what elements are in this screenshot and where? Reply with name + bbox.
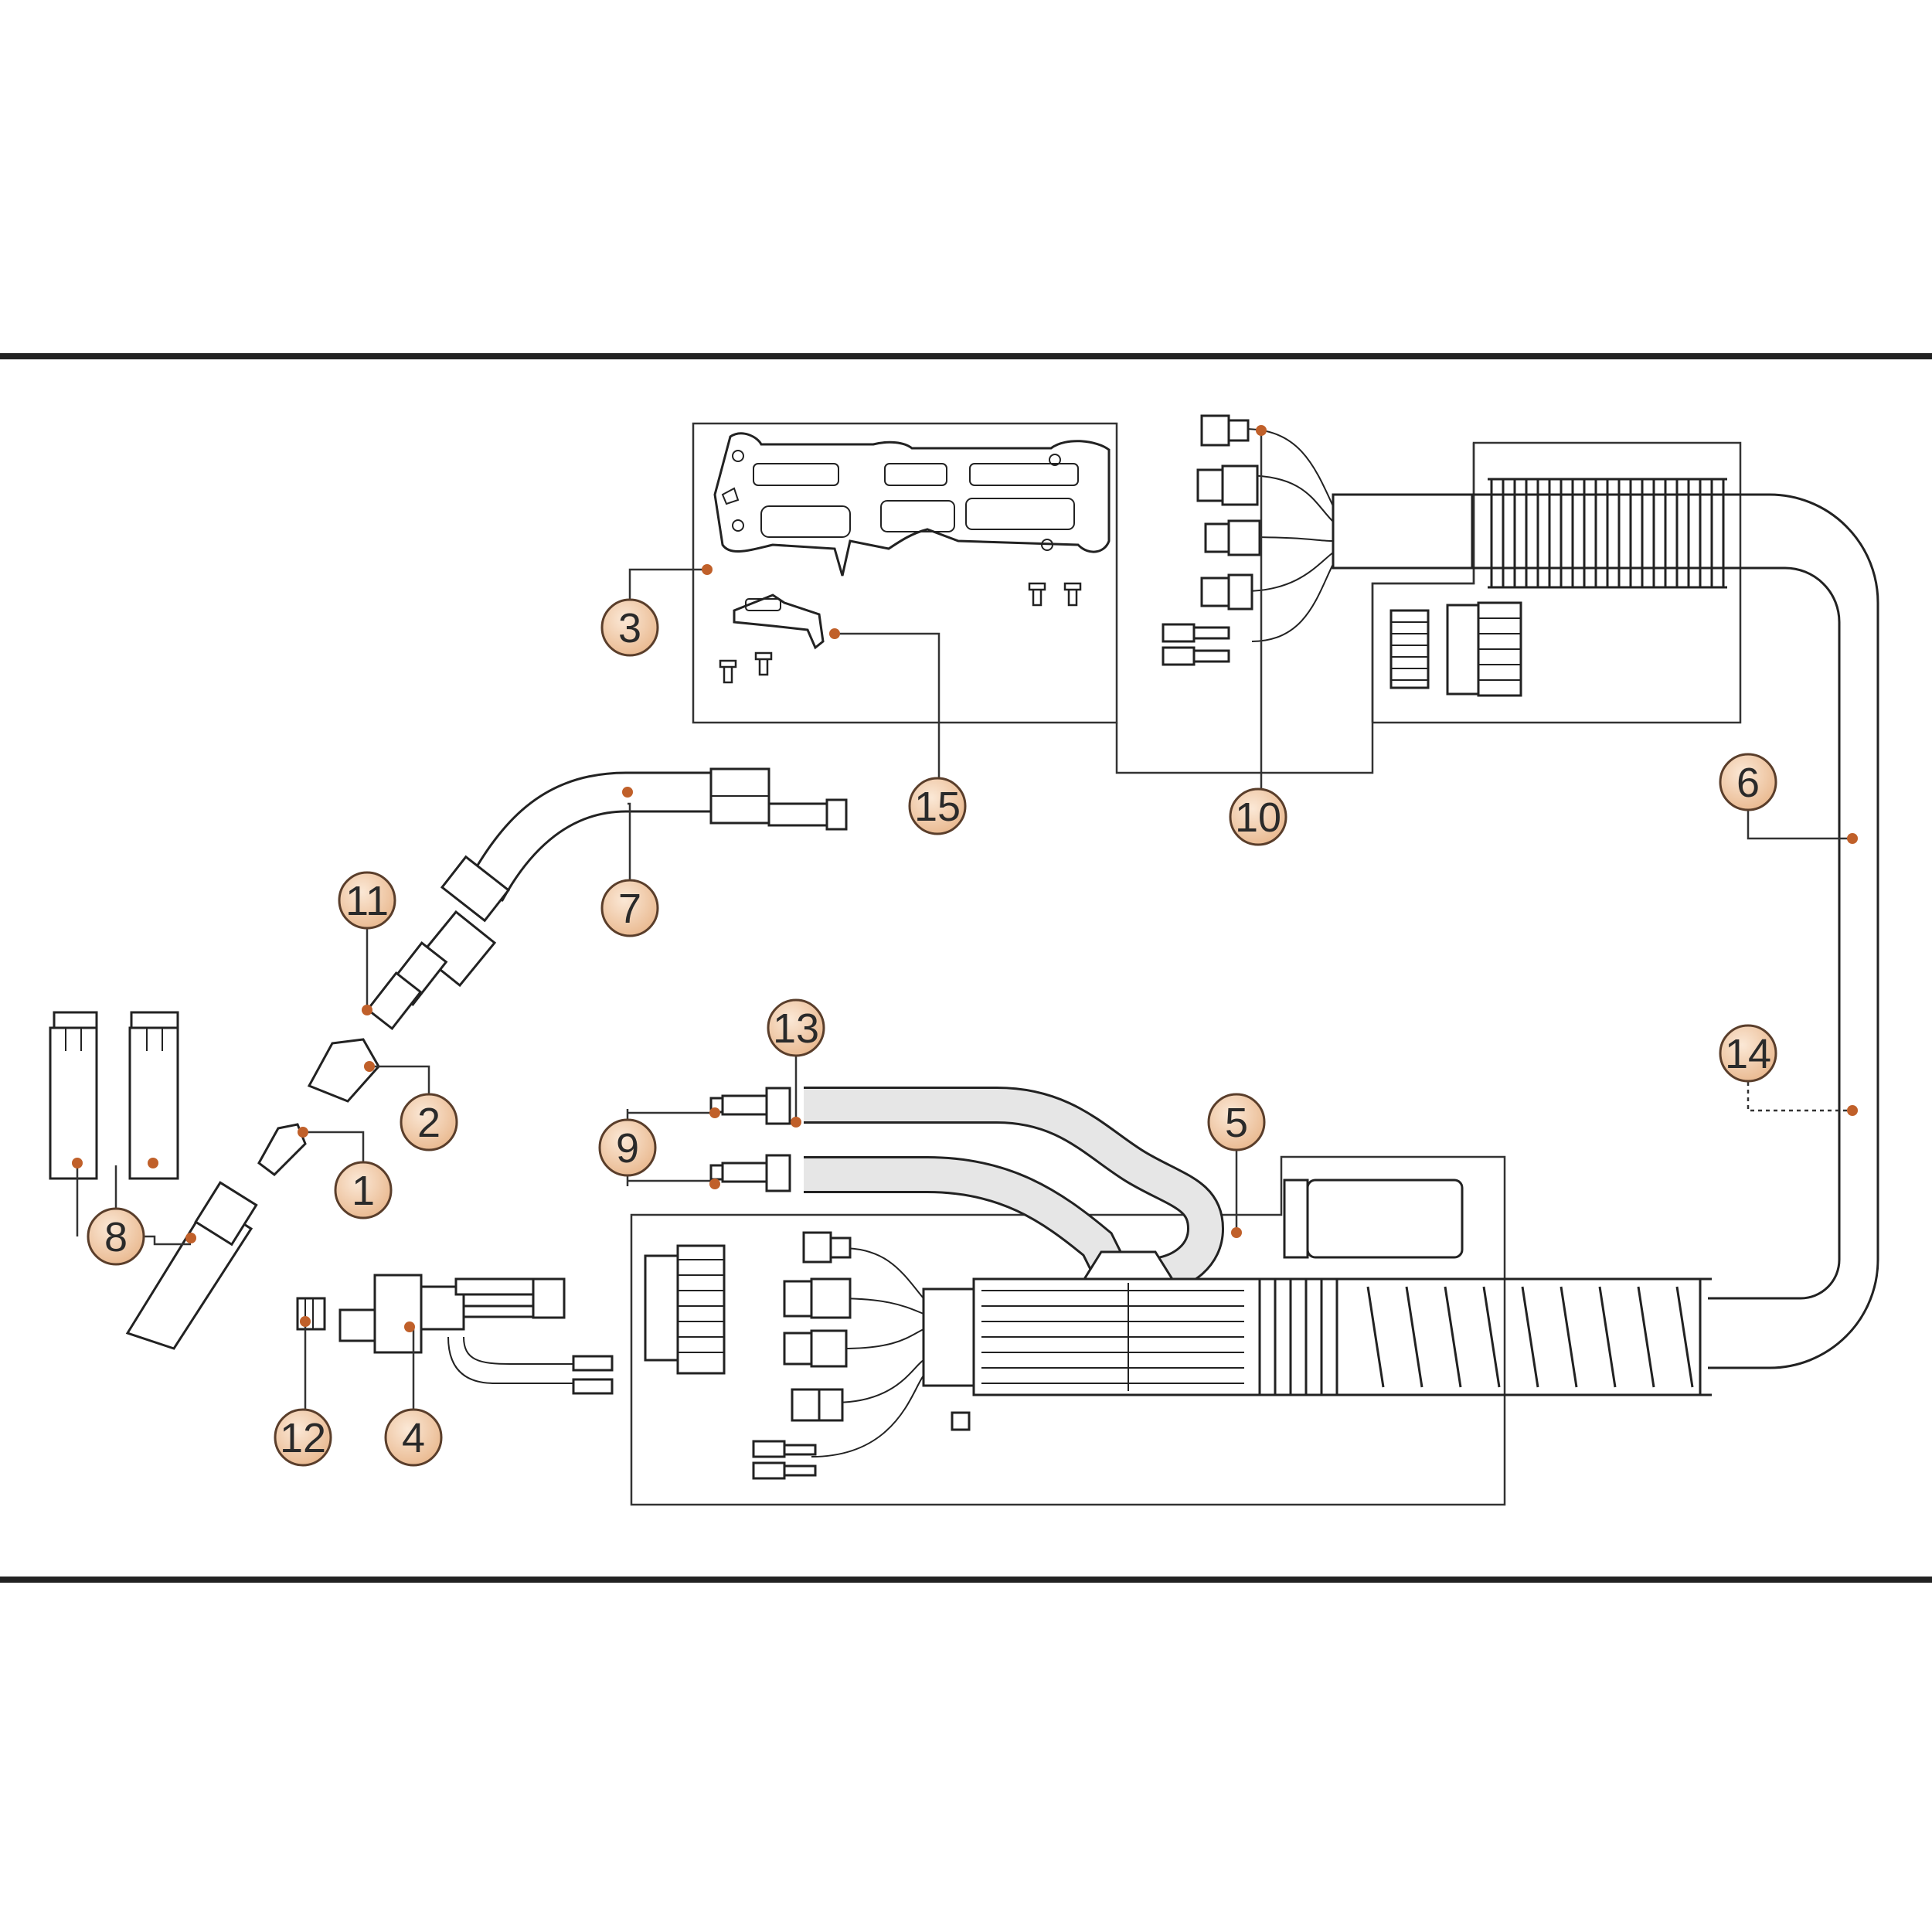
callout-15: 15 — [908, 777, 967, 835]
callout-2-label: 2 — [417, 1100, 440, 1146]
swan-neck — [419, 767, 848, 988]
callouts: 1 2 3 4 5 6 7 8 — [87, 598, 1777, 1467]
callout-9: 9 — [598, 1118, 657, 1177]
connector-group-box — [630, 1155, 1506, 1506]
rear-group-outline — [1371, 443, 1475, 723]
main-cable — [1337, 493, 1879, 1369]
callout-9-label: 9 — [616, 1125, 639, 1172]
callout-8: 8 — [87, 1207, 145, 1266]
callout-1: 1 — [334, 1161, 393, 1219]
callout-4: 4 — [384, 1408, 443, 1467]
handle-shell — [713, 432, 1111, 577]
callout-13-label: 13 — [773, 1005, 819, 1052]
trigger-switch-assembly — [338, 1274, 614, 1395]
callout-11-label: 11 — [345, 878, 389, 924]
callout-12-label: 12 — [280, 1415, 326, 1461]
callout-14: 14 — [1719, 1024, 1777, 1083]
callout-14-label: 14 — [1725, 1031, 1771, 1077]
callout-7-label: 7 — [618, 886, 641, 932]
tip-holder — [307, 1038, 380, 1103]
callout-6-label: 6 — [1736, 760, 1760, 806]
gas-diffuser — [366, 941, 448, 1031]
screws — [719, 582, 1082, 684]
nozzles — [49, 1011, 258, 1350]
bottom-rule — [0, 1577, 1932, 1583]
callout-10-label: 10 — [1235, 794, 1281, 841]
callout-10: 10 — [1229, 787, 1287, 846]
callout-6: 6 — [1719, 753, 1777, 811]
callout-15-label: 15 — [914, 784, 961, 830]
rear-harness — [1162, 414, 1474, 666]
lower-spring — [1256, 1277, 1712, 1396]
callout-11: 11 — [338, 871, 396, 930]
callout-3: 3 — [600, 598, 659, 657]
cable-body — [644, 1179, 1464, 1480]
group-boxes — [630, 422, 1742, 1506]
callout-2: 2 — [400, 1093, 458, 1151]
callout-4-label: 4 — [402, 1415, 425, 1461]
callout-8-label: 8 — [104, 1214, 128, 1260]
callout-12: 12 — [274, 1408, 332, 1467]
callout-1-label: 1 — [352, 1168, 375, 1214]
callout-13: 13 — [767, 998, 825, 1057]
rear-spring — [1488, 478, 1727, 589]
callout-5-label: 5 — [1225, 1100, 1248, 1146]
top-rule — [0, 353, 1932, 359]
trigger — [733, 594, 825, 650]
callout-7: 7 — [600, 879, 659, 937]
hoses — [709, 1087, 1225, 1294]
callout-5: 5 — [1207, 1093, 1266, 1151]
leader-lines — [76, 430, 1852, 1418]
rear-nut — [1389, 601, 1522, 697]
attachment-dots — [72, 425, 1858, 1332]
callout-3-label: 3 — [618, 605, 641, 651]
